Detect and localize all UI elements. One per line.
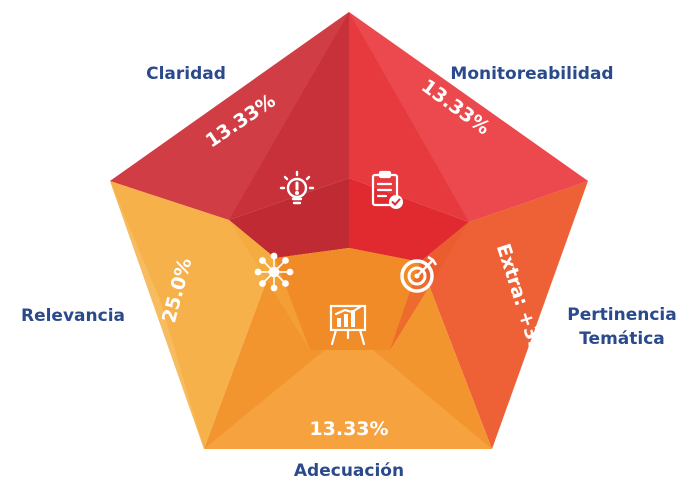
segment-center-left <box>229 178 349 258</box>
segment-relevancia <box>110 181 275 449</box>
lightbulb-icon <box>279 170 315 205</box>
segment-center-right <box>349 178 469 262</box>
segment-monitoreabilidad-shade <box>349 12 588 222</box>
label-pertinencia-line2: Temática <box>579 329 665 349</box>
target-icon <box>400 255 438 293</box>
segment-relevancia-shade <box>110 181 204 449</box>
segment-claridad-shade <box>110 12 349 220</box>
label-relevancia: Relevancia <box>21 306 125 326</box>
segment-adecuacion-shade <box>204 330 492 449</box>
presentation-chart-icon <box>329 304 367 346</box>
network-icon <box>254 252 294 292</box>
clipboard-check-icon <box>371 170 403 209</box>
value-adecuacion: 13.33% <box>309 418 388 440</box>
inner-center <box>275 248 420 350</box>
segment-pertinencia <box>420 181 588 449</box>
label-pertinencia-line1: Pertinencia <box>567 305 676 325</box>
inner-center-left <box>229 220 310 350</box>
segment-pertinencia-shade <box>492 181 588 449</box>
label-monitoreabilidad: Monitoreabilidad <box>450 64 613 84</box>
label-claridad: Claridad <box>146 64 226 84</box>
label-adecuacion: Adecuación <box>294 461 404 481</box>
